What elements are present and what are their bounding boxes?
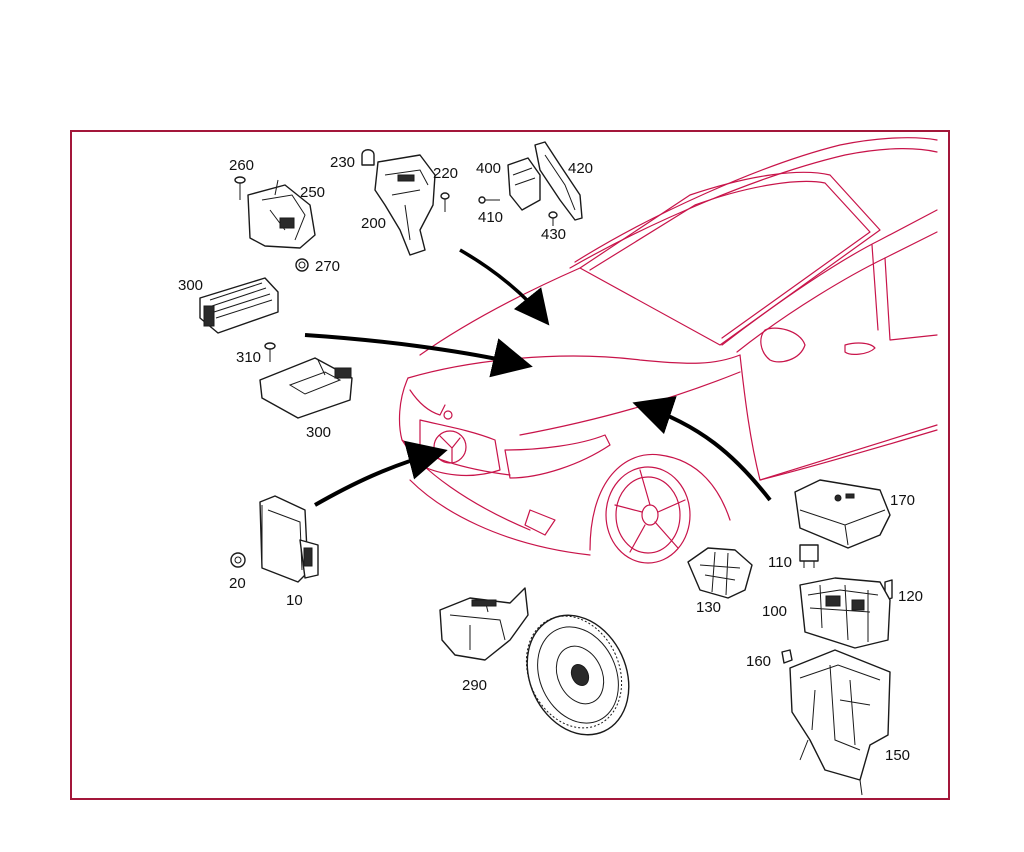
pointer-arrows bbox=[304, 248, 772, 507]
callout-410: 410 bbox=[478, 209, 503, 226]
screw-310 bbox=[264, 342, 276, 362]
housing-150 bbox=[789, 649, 891, 796]
car-illustration bbox=[398, 137, 938, 564]
callout-260: 260 bbox=[229, 157, 254, 174]
fuse-block-100 bbox=[799, 577, 891, 649]
actuator-assembly-200 bbox=[361, 149, 450, 256]
callout-400: 400 bbox=[476, 160, 501, 177]
sensor-assembly-400 bbox=[478, 141, 583, 226]
diagram-frame bbox=[70, 130, 950, 800]
module-10 bbox=[230, 495, 319, 583]
callout-110: 110 bbox=[768, 554, 792, 571]
fuse-box-cover-170 bbox=[794, 479, 891, 549]
callout-200: 200 bbox=[361, 215, 386, 232]
callout-100: 100 bbox=[762, 603, 787, 620]
torque-converter bbox=[525, 614, 630, 736]
control-unit-300-lower bbox=[259, 357, 353, 419]
callout-160: 160 bbox=[746, 653, 771, 670]
callout-250: 250 bbox=[300, 184, 325, 201]
callout-230: 230 bbox=[330, 154, 355, 171]
callout-420: 420 bbox=[568, 160, 593, 177]
control-unit-290 bbox=[439, 587, 529, 661]
callout-290: 290 bbox=[462, 677, 487, 694]
callout-220: 220 bbox=[433, 165, 458, 182]
callout-310: 310 bbox=[236, 349, 261, 366]
bracket-assembly-250 bbox=[234, 176, 316, 272]
relay-holder-130 bbox=[687, 547, 753, 599]
callout-170: 170 bbox=[890, 492, 915, 509]
callout-20: 20 bbox=[229, 575, 246, 592]
callout-10: 10 bbox=[286, 592, 303, 609]
callout-300-upper: 300 bbox=[178, 277, 203, 294]
callout-120: 120 bbox=[898, 588, 923, 605]
callout-430: 430 bbox=[541, 226, 566, 243]
callout-150: 150 bbox=[885, 747, 910, 764]
callout-270: 270 bbox=[315, 258, 340, 275]
callout-130: 130 bbox=[696, 599, 721, 616]
clip-160 bbox=[781, 649, 793, 664]
control-unit-300-upper bbox=[199, 277, 279, 334]
callout-300-lower: 300 bbox=[306, 424, 331, 441]
relay-110 bbox=[799, 544, 819, 568]
